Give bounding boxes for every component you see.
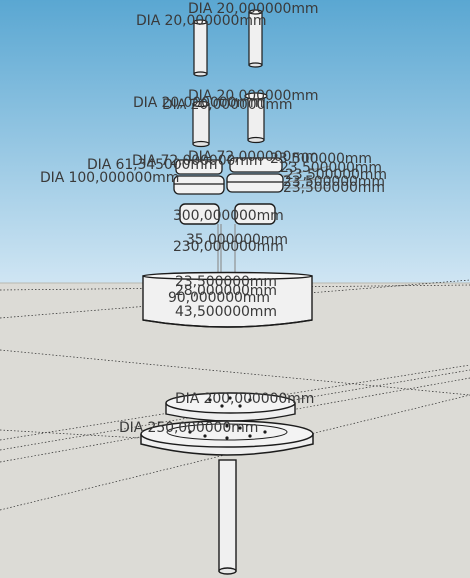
dim-ring-dia-a: DIA 72,000000mm (188, 149, 319, 165)
pin-mid-left[interactable] (192, 100, 210, 148)
collar-right[interactable] (234, 203, 276, 225)
dim-hub-43-5: 43,500000mm (175, 304, 277, 320)
dim-hub-23-5: 23,500000mm (175, 274, 277, 290)
dim-length-35: 35,000000mm (186, 232, 288, 248)
dim-ring-dia-d: DIA 100,000000mm (40, 170, 180, 186)
pin-top-left[interactable] (193, 19, 208, 77)
dim-ring-right-a: 23,500000mm (270, 151, 372, 167)
bearing-stack-left[interactable] (173, 159, 225, 195)
dim-hub-90: 90,000000mm (168, 290, 270, 306)
plate-lower-flange[interactable] (140, 420, 314, 456)
hub-cylinder[interactable] (142, 271, 313, 328)
dim-length-230: 230,000000mm (173, 239, 284, 255)
dim-length-300: 300,000000mm (173, 208, 284, 224)
dim-ring-right-d: 23,500000mm (283, 174, 385, 190)
dim-plate-lower-dia: DIA 250,000000mm (119, 420, 259, 436)
dim-ring-right-b: 23,500000mm (280, 160, 382, 176)
pin-top-right[interactable] (248, 9, 263, 68)
collar-left[interactable] (179, 203, 220, 225)
dim-pin-left-dia: DIA 20,000000mm (136, 13, 267, 29)
plate-upper[interactable] (165, 392, 296, 422)
dim-ring-right-c: 23,500000mm (285, 167, 387, 183)
axis-guide-lines (217, 224, 236, 272)
shaft-bottom[interactable] (218, 459, 237, 575)
dim-pin-mid-dia-a: DIA 20,000000mm (188, 88, 319, 104)
dim-ring-dia-b: DIA 72,000000mm (132, 153, 263, 169)
dim-plate-upper-dia: DIA 200,000000mm (175, 391, 315, 407)
bearing-stack-right[interactable] (226, 157, 331, 193)
dim-pin-mid-dia-b: DIA 20,000000mm (133, 95, 264, 111)
pin-mid-right[interactable] (244, 92, 268, 144)
dim-ring-right-e: 23,500000mm (283, 180, 385, 196)
dim-pin-right-dia: DIA 20,000000mm (188, 1, 319, 17)
dim-hub-28: 28,000000mm (175, 283, 277, 299)
dim-ring-dia-c: DIA 61,345000mm (87, 157, 218, 173)
dim-pin-mid-dia-c: DIA 20,000000mm (162, 97, 293, 113)
